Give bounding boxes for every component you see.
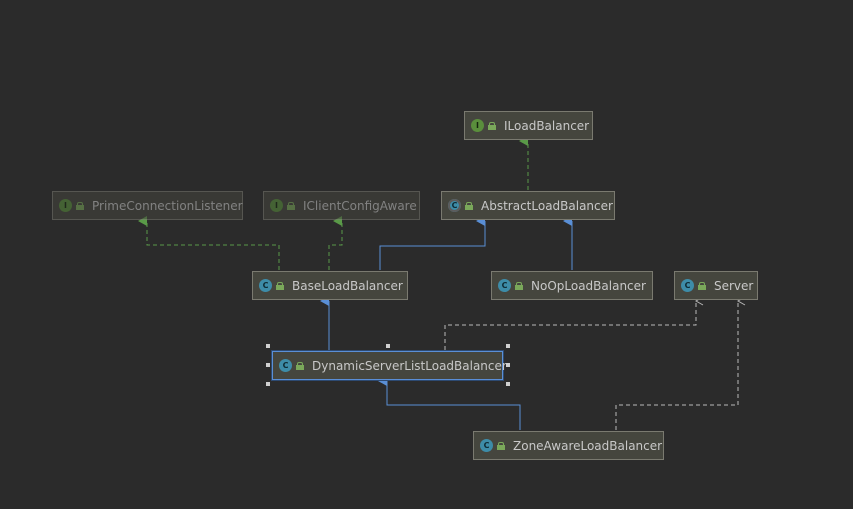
selection-handle-top[interactable] [386, 344, 390, 348]
node-noploadbalancer[interactable]: C NoOpLoadBalancer [491, 271, 653, 300]
interface-icon: I [270, 199, 283, 212]
node-zoneawareloadbalancer[interactable]: C ZoneAwareLoadBalancer [473, 431, 664, 460]
edge-zoneawareloadbalancer-extends-dynamicserverlistloadbalancer [378, 376, 521, 430]
class-icon: C [498, 279, 511, 292]
edge-zoneawareloadbalancer-depends-server [615, 296, 746, 430]
node-server[interactable]: C Server [674, 271, 758, 300]
node-label: Server [714, 278, 754, 293]
lock-icon [276, 281, 284, 290]
interface-icon: I [471, 119, 484, 132]
node-label: BaseLoadBalancer [292, 278, 403, 293]
node-abstractloadbalancer[interactable]: C AbstractLoadBalancer [441, 191, 615, 220]
lock-icon [465, 201, 473, 210]
node-iloadbalancer[interactable]: I ILoadBalancer [464, 111, 593, 140]
interface-icon: I [59, 199, 72, 212]
edge-baseloadbalancer-implements-iclientconfigaware [328, 216, 343, 270]
node-label: AbstractLoadBalancer [481, 198, 613, 213]
lock-icon [497, 441, 505, 450]
node-primeconnectionlistener[interactable]: I PrimeConnectionListener [52, 191, 243, 220]
node-label: IClientConfigAware [303, 198, 417, 213]
selection-handle-left[interactable] [266, 363, 270, 367]
lock-icon [698, 281, 706, 290]
node-label: ILoadBalancer [504, 118, 590, 133]
node-label: NoOpLoadBalancer [531, 278, 646, 293]
node-baseloadbalancer[interactable]: C BaseLoadBalancer [252, 271, 408, 300]
selection-handle-bottom-right[interactable] [506, 382, 510, 386]
selection-handle-right[interactable] [506, 363, 510, 367]
lock-icon [515, 281, 523, 290]
edge-dynamicserverlistloadbalancer-depends-server [444, 296, 704, 350]
class-icon: C [480, 439, 493, 452]
node-label: DynamicServerListLoadBalancer [312, 358, 507, 373]
node-label: PrimeConnectionListener [92, 198, 243, 213]
selection-handle-top-right[interactable] [506, 344, 510, 348]
node-label: ZoneAwareLoadBalancer [513, 438, 663, 453]
lock-icon [296, 361, 304, 370]
lock-icon [76, 201, 84, 210]
class-icon: C [279, 359, 292, 372]
selection-handle-top-left[interactable] [266, 344, 270, 348]
selection-handle-bottom-left[interactable] [266, 382, 270, 386]
node-iclientconfigaware[interactable]: I IClientConfigAware [263, 191, 420, 220]
class-icon: C [681, 279, 694, 292]
abstract-class-icon: C [448, 199, 461, 212]
edge-baseloadbalancer-extends-abstractloadbalancer [379, 216, 486, 270]
lock-icon [488, 121, 496, 130]
class-icon: C [259, 279, 272, 292]
node-dynamicserverlistloadbalancer[interactable]: C DynamicServerListLoadBalancer [272, 351, 507, 380]
lock-icon [287, 201, 295, 210]
edge-baseloadbalancer-implements-primeconnectionlistener [138, 216, 280, 270]
